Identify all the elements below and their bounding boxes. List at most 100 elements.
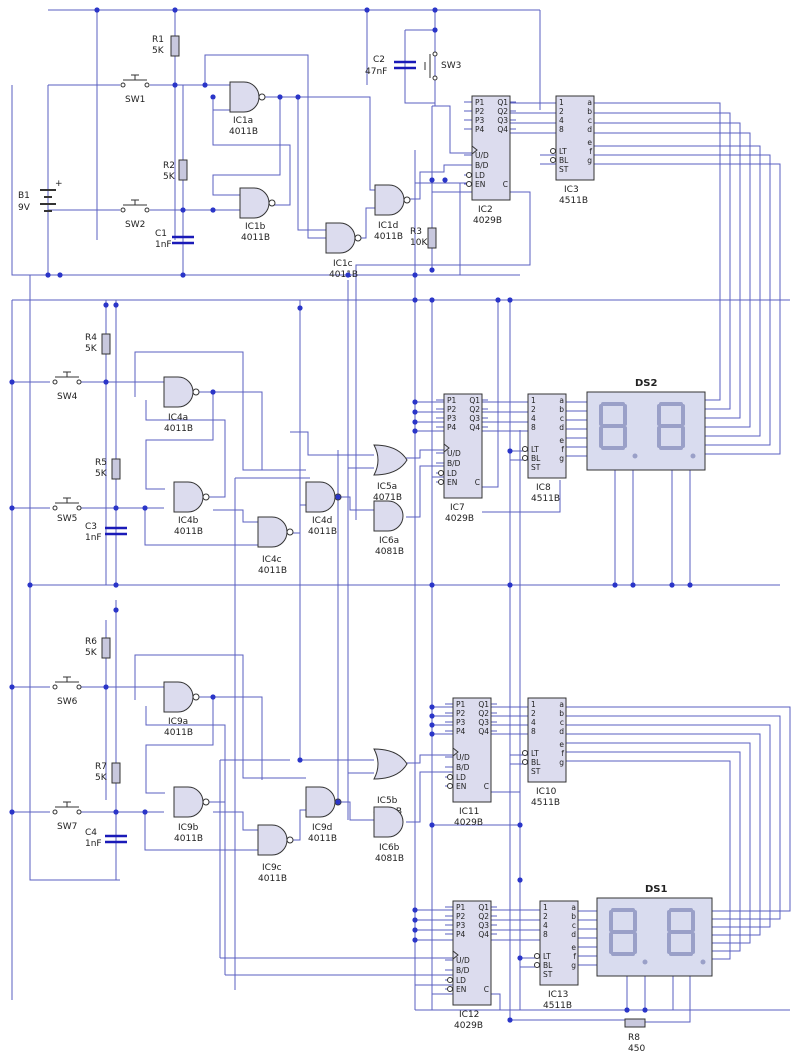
- pin-label: a: [559, 700, 564, 709]
- gate-type: 4011B: [174, 527, 203, 537]
- junction-dot: [9, 684, 15, 690]
- ic-name: IC2: [478, 205, 493, 215]
- push-switch-sw2: SW2: [120, 199, 150, 230]
- resistor-value: 10K: [410, 238, 428, 248]
- pin-label: C: [475, 478, 480, 487]
- display-name: DS1: [645, 884, 668, 895]
- junction-dot: [335, 799, 341, 805]
- pin-label: a: [559, 396, 564, 405]
- seven-segment-display-ds1: DS1: [596, 884, 713, 977]
- pin-label: Q1: [478, 903, 489, 912]
- switch-name: SW1: [125, 95, 145, 105]
- junction-dot: [94, 7, 100, 13]
- pin-label: 4: [559, 116, 564, 125]
- gate-type: 4011B: [374, 232, 403, 242]
- pin-label: 1: [531, 700, 536, 709]
- pin-label: Q1: [497, 98, 508, 107]
- ic-name: IC7: [450, 503, 465, 513]
- ic-type: 4029B: [454, 1021, 483, 1031]
- pin-label: c: [588, 116, 592, 125]
- pin-label: 2: [531, 405, 536, 414]
- junction-dot: [495, 297, 501, 303]
- resistor-value: 5K: [95, 773, 108, 783]
- gate-name: IC4b: [178, 516, 199, 526]
- pin-label: ST: [559, 165, 569, 174]
- ic-name: IC12: [459, 1010, 479, 1020]
- pin-label: b: [559, 709, 564, 718]
- junction-dot: [9, 379, 15, 385]
- battery-plus-sign: +: [55, 179, 63, 189]
- pin-label: a: [587, 98, 592, 107]
- battery-value: 9V: [18, 203, 31, 213]
- junction-dot: [103, 302, 109, 308]
- pin-label: b: [559, 405, 564, 414]
- junction-dot: [180, 207, 186, 213]
- pin-label: e: [571, 943, 576, 952]
- junction-dot: [669, 582, 675, 588]
- pin-label: b: [587, 107, 592, 116]
- junction-dot: [9, 505, 15, 511]
- junction-dot: [432, 27, 438, 33]
- junction-dot: [412, 428, 418, 434]
- ic-type: 4029B: [445, 514, 474, 524]
- resistor-name: R3: [410, 227, 422, 237]
- junction-dot: [412, 927, 418, 933]
- push-switch-sw7: SW7: [52, 801, 82, 832]
- junction-dot: [210, 389, 216, 395]
- gate-name: IC6b: [379, 843, 400, 853]
- junction-dot: [297, 757, 303, 763]
- gate-type: 4011B: [174, 834, 203, 844]
- seven-segment-display-ds2: DS2: [586, 378, 706, 471]
- pin-label: 4: [531, 718, 536, 727]
- junction-dot: [113, 505, 119, 511]
- gate-type: 4081B: [375, 547, 404, 557]
- pin-label: c: [560, 414, 564, 423]
- junction-dot: [277, 94, 283, 100]
- gate-type: 4011B: [308, 527, 337, 537]
- pin-label: P1: [456, 700, 466, 709]
- ic-type: 4511B: [559, 196, 588, 206]
- pin-label: Q3: [478, 921, 489, 930]
- junction-dot: [210, 207, 216, 213]
- pin-label: EN: [475, 180, 485, 189]
- pin-label: c: [572, 921, 576, 930]
- pin-label: d: [571, 930, 576, 939]
- gate-type: 4011B: [258, 874, 287, 884]
- pin-label: LT: [559, 147, 567, 156]
- junction-dot: [642, 1007, 648, 1013]
- gate-name: IC5a: [377, 482, 397, 492]
- pin-label: 8: [531, 423, 536, 432]
- push-switch-sw3: SW3: [424, 51, 461, 81]
- push-switch-sw4: SW4: [52, 371, 82, 402]
- pin-label: P1: [447, 396, 457, 405]
- ic-name: IC13: [548, 990, 568, 1000]
- resistor-value: 5K: [85, 344, 98, 354]
- pin-label: EN: [447, 478, 457, 487]
- pin-label: P2: [456, 912, 466, 921]
- pin-label: 2: [531, 709, 536, 718]
- resistor-name: R2: [163, 161, 175, 171]
- pin-label: Q3: [469, 414, 480, 423]
- junction-dot: [172, 82, 178, 88]
- pin-label: C: [484, 985, 489, 994]
- pin-label: 4: [543, 921, 548, 930]
- pin-label: f: [561, 445, 564, 454]
- junction-dot: [612, 582, 618, 588]
- junction-dot: [429, 582, 435, 588]
